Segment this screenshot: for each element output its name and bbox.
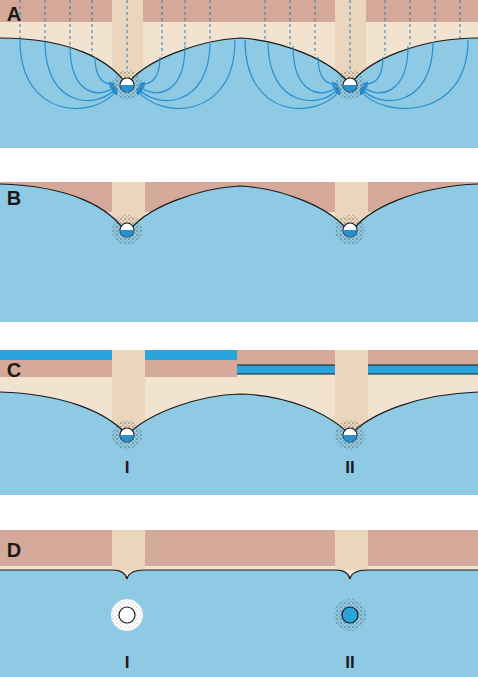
- illustration-rect: [0, 530, 478, 677]
- illustration-line: [350, 0, 351, 72]
- illustration-line: [435, 0, 436, 40]
- illustration-line: [92, 0, 93, 55]
- illustration-path: [20, 40, 117, 108]
- illustration-circle: [342, 607, 358, 623]
- panel-a: [0, 0, 478, 148]
- illustration-path: [0, 38, 478, 148]
- well-number: II: [345, 654, 354, 671]
- illustration-circle: [335, 215, 365, 245]
- illustration-path: [268, 42, 339, 101]
- illustration-line: [45, 0, 46, 40]
- illustration-line: [127, 0, 128, 72]
- illustration-path: [361, 42, 433, 101]
- illustration-circle: [112, 215, 142, 245]
- illustration-path: [362, 46, 408, 93]
- illustration-path: [95, 57, 114, 84]
- illustration-path: [245, 40, 340, 108]
- illustration-circle: [343, 428, 357, 442]
- panel-letter: D: [7, 540, 21, 560]
- illustration-rect: [335, 530, 368, 570]
- illustration-path: [293, 46, 338, 93]
- illustration-path: [140, 57, 160, 84]
- illustration-rect: [0, 350, 478, 495]
- illustration-circle: [343, 223, 357, 237]
- illustration-line: [265, 0, 266, 40]
- illustration-path: [120, 230, 134, 237]
- well-number: I: [125, 654, 130, 671]
- illustration-path: [138, 42, 210, 101]
- illustration-path: [0, 570, 478, 579]
- illustration-g: [20, 40, 468, 108]
- panel-c: [0, 350, 478, 495]
- illustration-path: [70, 46, 115, 93]
- illustration-circle: [120, 428, 134, 442]
- illustration-rect: [0, 530, 478, 566]
- illustration-circle: [335, 420, 365, 450]
- illustration-path: [0, 392, 478, 435]
- panel-letter: C: [7, 360, 21, 380]
- illustration-path: [0, 392, 478, 495]
- illustration-line: [162, 0, 163, 55]
- illustration-path: [120, 435, 134, 442]
- illustration-path: [45, 42, 116, 101]
- illustration-line: [70, 0, 71, 45]
- illustration-line: [210, 0, 211, 40]
- illustration-circle: [112, 420, 142, 450]
- illustration-path: [343, 435, 357, 442]
- illustration-path: [343, 85, 357, 92]
- illustration-circle: [120, 78, 134, 92]
- illustration-circle: [112, 70, 142, 100]
- panel-letter: B: [7, 188, 21, 208]
- illustration-path: [139, 46, 185, 93]
- illustration-circle: [120, 223, 134, 237]
- well-number: II: [345, 459, 354, 476]
- illustration-circle: [334, 599, 366, 631]
- illustration-path: [343, 230, 357, 237]
- illustration-line: [315, 0, 316, 55]
- illustration-path: [0, 570, 478, 677]
- illustration-circle: [111, 599, 143, 631]
- illustration-circle: [335, 70, 365, 100]
- illustration-line: [385, 0, 386, 55]
- illustration-rect: [112, 530, 145, 570]
- illustration-circle: [343, 78, 357, 92]
- illustration-line: [185, 0, 186, 45]
- illustration-g: [20, 0, 460, 72]
- illustration-path: [318, 57, 337, 84]
- illustration-rect: [0, 182, 478, 322]
- illustration-path: [137, 40, 235, 108]
- well-number: I: [125, 459, 130, 476]
- panel-letter: A: [7, 4, 21, 24]
- panel-d: [0, 530, 478, 677]
- illustration-path: [0, 38, 478, 85]
- illustration-path: [363, 57, 383, 84]
- panel-b: [0, 182, 478, 322]
- illustration-path: [360, 40, 468, 108]
- illustration-circle: [119, 607, 135, 623]
- illustration-line: [410, 0, 411, 45]
- illustration-rect: [0, 0, 478, 148]
- illustration-line: [460, 0, 461, 38]
- illustration-line: [290, 0, 291, 45]
- illustration-path: [0, 184, 478, 322]
- illustration-path: [0, 184, 478, 234]
- illustration-path: [120, 85, 134, 92]
- illustration-rect: [0, 0, 478, 22]
